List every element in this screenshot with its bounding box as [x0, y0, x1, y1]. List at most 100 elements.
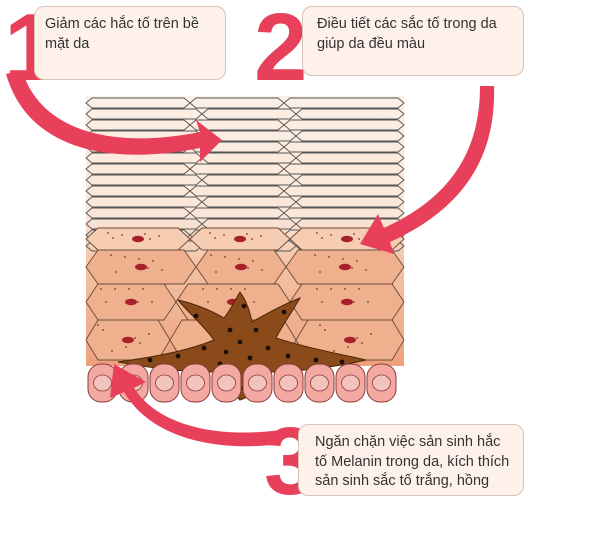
cell-nucleus [122, 336, 134, 344]
basal-cell-nucleus [186, 374, 205, 392]
cell-granule [314, 254, 316, 256]
cell-granule [121, 234, 123, 236]
cell-granule [238, 258, 240, 260]
cell-granule [207, 301, 209, 303]
cell-granule [202, 288, 204, 290]
cell-granule [100, 288, 102, 290]
cell-granule [347, 346, 349, 348]
cell-granule [152, 260, 154, 262]
cell-granule [324, 329, 326, 331]
cell-nucleus [135, 263, 147, 271]
flat-cell [85, 108, 203, 120]
cell-granule [230, 288, 232, 290]
cell-nucleus [234, 235, 246, 243]
melanin-granule [175, 353, 181, 359]
callout-step-2: Điều tiết các sắc tố trong da giúp da đề… [302, 6, 524, 76]
cell-granule [253, 301, 255, 303]
basal-cell-nucleus [248, 374, 267, 392]
cell-granule [148, 333, 150, 335]
cell-granule [110, 254, 112, 256]
melanin-granule [339, 359, 345, 365]
cell-granule [319, 324, 321, 326]
step-number-2: 2 [254, 0, 308, 101]
cell-granule [260, 235, 262, 237]
cell-granule [333, 350, 335, 352]
basal-cell-nucleus [372, 374, 391, 392]
melanin-granule [201, 345, 207, 351]
cell-nucleus [339, 263, 351, 271]
cell-granule [356, 337, 358, 339]
cell-granule [102, 329, 104, 331]
flat-cell [283, 141, 405, 153]
melanin-granule [237, 339, 243, 345]
flat-cell [283, 119, 405, 131]
melanin-granule [281, 309, 287, 315]
cell-granule [319, 271, 321, 273]
flat-cell [295, 196, 405, 208]
cell-granule [344, 288, 346, 290]
cell-granule [358, 238, 360, 240]
cell-granule [112, 237, 114, 239]
cell-granule [351, 267, 353, 269]
cell-granule [142, 288, 144, 290]
flat-cell [283, 97, 405, 109]
callout-step-3: Ngăn chặn việc sản sinh hắc tố Melanin t… [298, 424, 524, 496]
melanin-granule [223, 349, 229, 355]
cell-granule [330, 234, 332, 236]
cell-granule [138, 258, 140, 260]
melanin-granule [313, 357, 319, 363]
cell-granule [321, 237, 323, 239]
cell-granule [214, 237, 216, 239]
cell-granule [330, 288, 332, 290]
basal-cell-nucleus [341, 374, 360, 392]
flat-cell [283, 163, 405, 175]
flat-cell [189, 163, 285, 175]
cell-granule [358, 288, 360, 290]
flat-cell [295, 152, 405, 164]
basal-cell-nucleus [155, 374, 174, 392]
cell-granule [158, 235, 160, 237]
arrow-2 [360, 86, 495, 254]
cell-granule [147, 267, 149, 269]
flat-cell [85, 163, 191, 175]
flat-cell [201, 196, 297, 208]
basal-cell-nucleus [217, 374, 236, 392]
cell-nucleus [132, 235, 144, 243]
cell-granule [209, 232, 211, 234]
cell-granule [344, 236, 346, 238]
cell-granule [97, 324, 99, 326]
cell-granule [237, 236, 239, 238]
cell-granule [367, 301, 369, 303]
flat-cell [295, 174, 405, 186]
cell-granule [365, 269, 367, 271]
cell-granule [216, 288, 218, 290]
cell-granule [321, 301, 323, 303]
flat-cell [85, 185, 191, 197]
cell-granule [128, 288, 130, 290]
callout-step-1: Giảm các hắc tố trên bề mặt da [34, 6, 226, 80]
cell-granule [342, 258, 344, 260]
cell-granule [151, 301, 153, 303]
flat-cell [295, 108, 405, 120]
flat-cell [85, 218, 203, 230]
flat-cell [201, 108, 297, 120]
cell-granule [105, 301, 107, 303]
flat-cell [201, 174, 297, 186]
flat-cell [85, 196, 203, 208]
cell-granule [124, 256, 126, 258]
cell-granule [210, 254, 212, 256]
cell-granule [261, 269, 263, 271]
flat-cell [295, 130, 405, 142]
melanocyte [117, 291, 367, 401]
melanin-granule [193, 313, 199, 319]
cell-granule [161, 269, 163, 271]
melanin-granule [265, 345, 271, 351]
melanin-granule [253, 327, 259, 333]
basal-cell-nucleus [310, 374, 329, 392]
cell-granule [244, 288, 246, 290]
cell-nucleus [341, 298, 353, 306]
cell-granule [215, 271, 217, 273]
cell-granule [137, 301, 139, 303]
flat-cell [85, 174, 203, 186]
cell-granule [353, 301, 355, 303]
